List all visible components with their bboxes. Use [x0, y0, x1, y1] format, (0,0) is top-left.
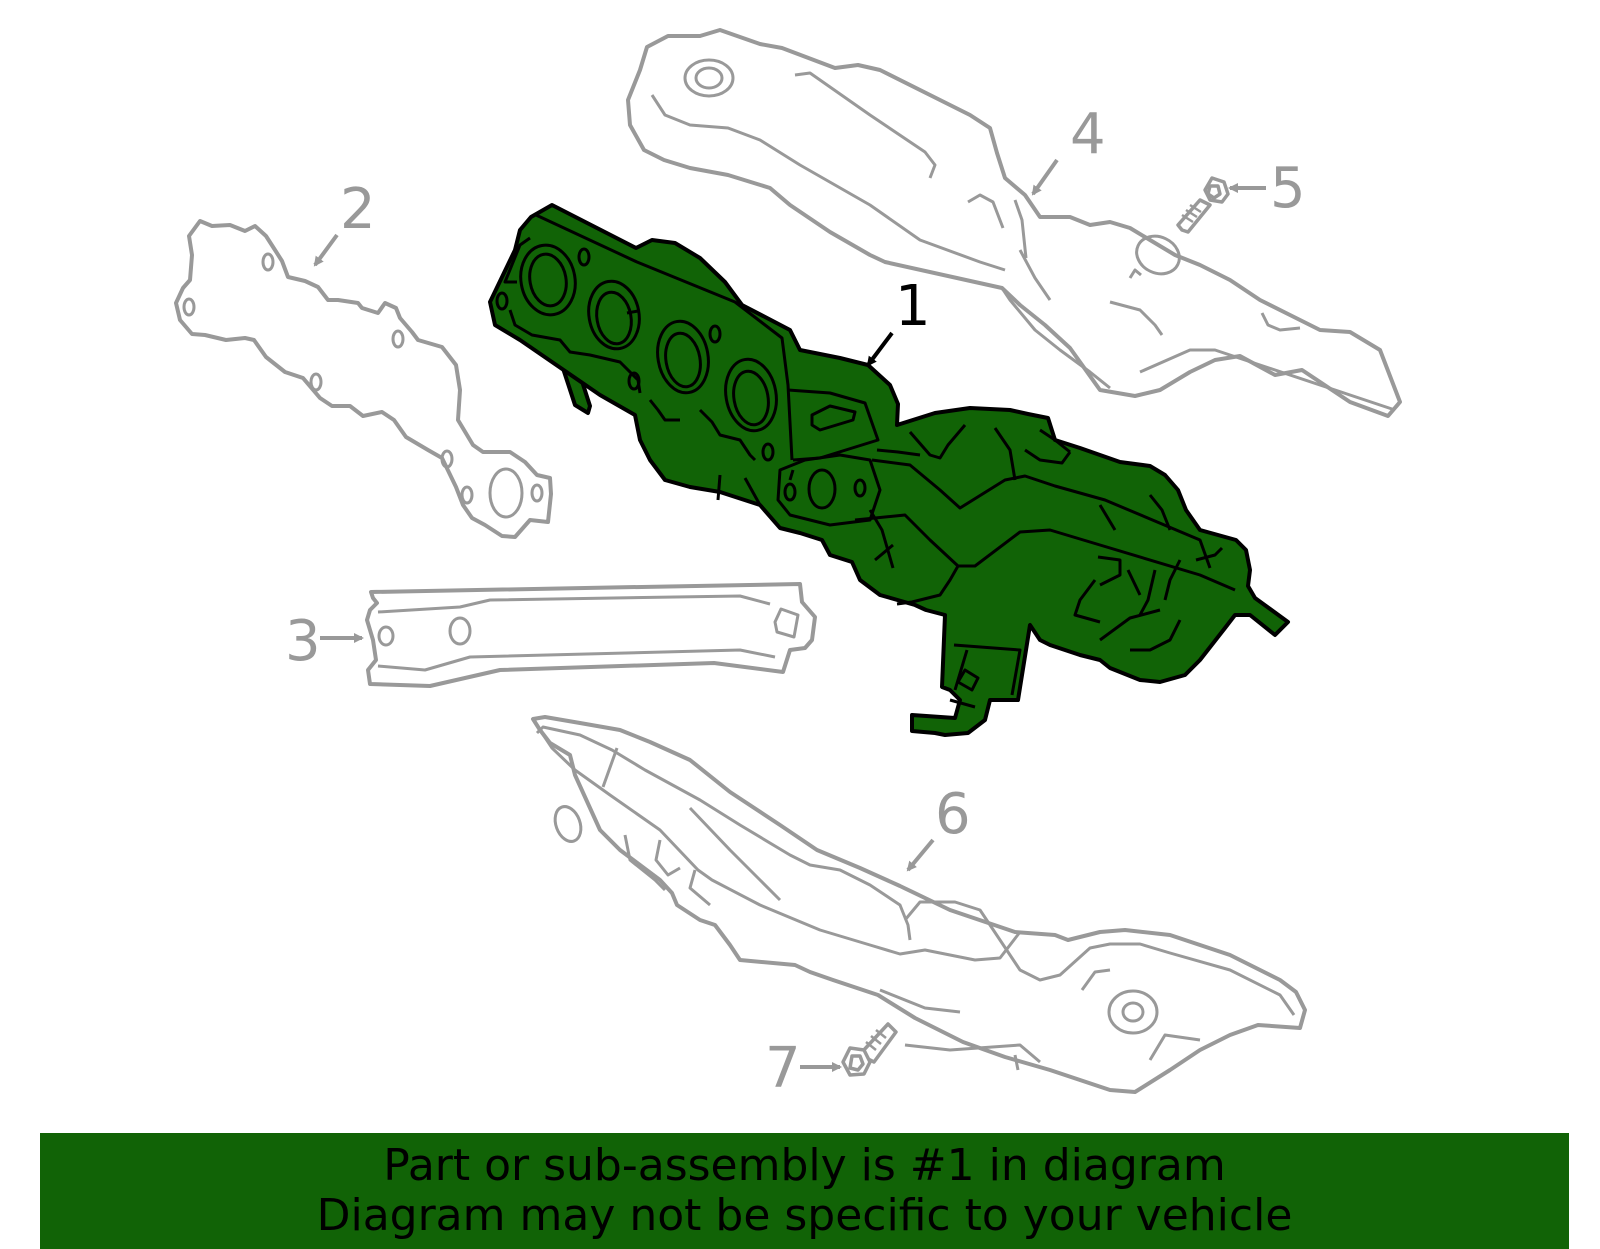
callout-5[interactable]: 5 [1270, 156, 1306, 221]
gasket-part-2[interactable] [174, 219, 553, 539]
leader-arrow-1 [866, 331, 894, 367]
bracket-part-3[interactable] [365, 582, 817, 688]
callout-4[interactable]: 4 [1070, 102, 1106, 167]
bolt-part-7[interactable] [841, 1022, 898, 1077]
banner-line-2: Diagram may not be specific to your vehi… [316, 1190, 1293, 1241]
disclaimer-banner: Part or sub-assembly is #1 in diagram Di… [40, 1133, 1569, 1249]
leader-arrow-2 [313, 233, 339, 267]
banner-line-1: Part or sub-assembly is #1 in diagram [383, 1140, 1226, 1191]
exhaust-manifold-part-1[interactable] [488, 203, 1290, 737]
callout-6[interactable]: 6 [935, 782, 971, 847]
lower-heat-shield-part-6[interactable] [531, 715, 1307, 1094]
leader-arrow-4 [1031, 158, 1059, 196]
leader-arrow-6 [906, 838, 935, 872]
bolt-part-5[interactable] [1176, 176, 1230, 234]
upper-heat-shield-part-4[interactable] [626, 28, 1402, 418]
callout-3[interactable]: 3 [285, 609, 321, 674]
callout-1[interactable]: 1 [895, 274, 931, 339]
callout-2[interactable]: 2 [340, 177, 376, 242]
callout-7[interactable]: 7 [765, 1036, 801, 1101]
